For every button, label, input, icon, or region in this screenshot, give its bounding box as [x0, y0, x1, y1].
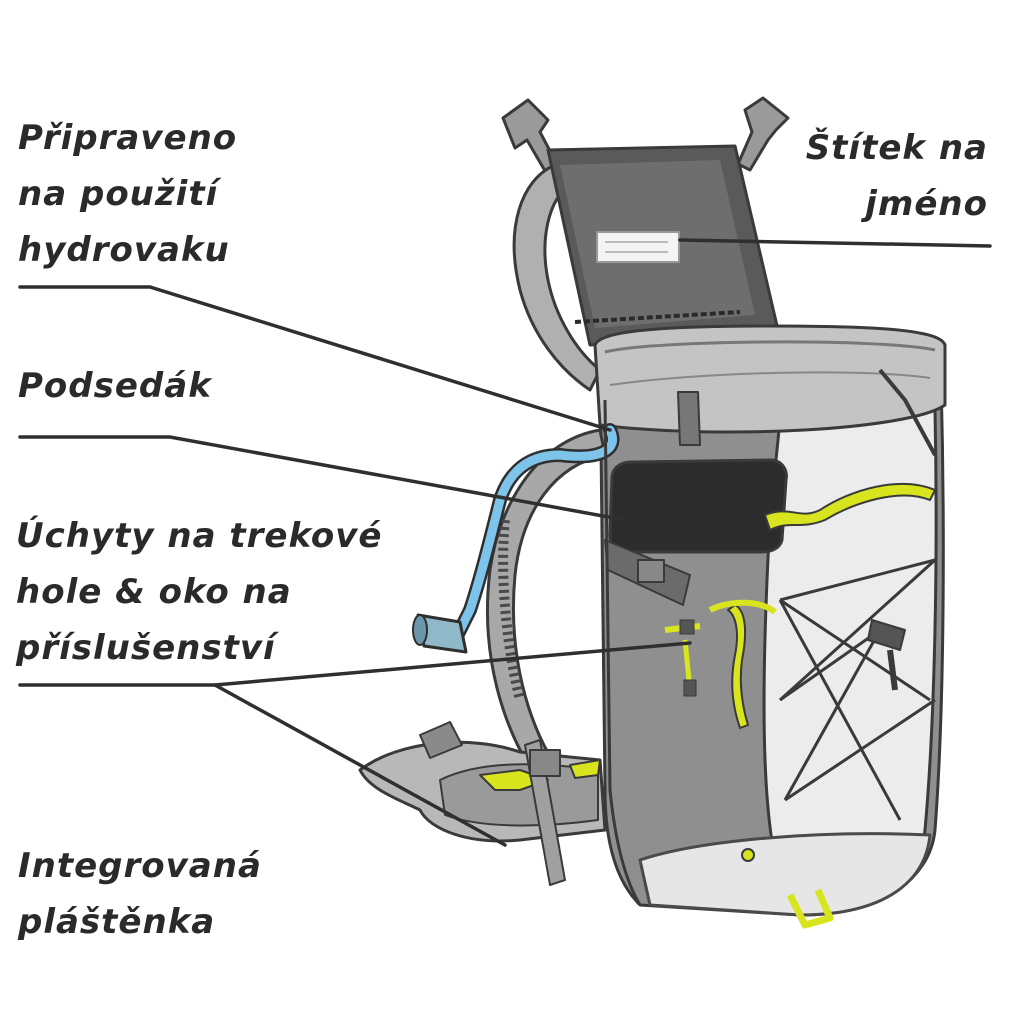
- callout-hydration-line-2: na použití: [18, 166, 237, 222]
- callout-pole-holders: Úchyty na trekové hole & oko na přísluše…: [16, 508, 382, 676]
- callout-hydration-line-3: hydrovaku: [18, 222, 237, 278]
- seat-pad: [610, 460, 786, 552]
- callout-name-tag-line-1: Štítek na: [806, 120, 988, 176]
- callout-rain-cover-line-1: Integrovaná: [18, 838, 262, 894]
- callout-pole-holders-line-3: příslušenství: [16, 620, 382, 676]
- callout-pole-holders-line-1: Úchyty na trekové: [16, 508, 382, 564]
- name-tag: [597, 232, 679, 262]
- callout-rain-cover: Integrovaná pláštěnka: [18, 838, 262, 950]
- top-buckle-right: [738, 98, 788, 170]
- callout-pole-holders-line-2: hole & oko na: [16, 564, 382, 620]
- callout-seat-pad-line-1: Podsedák: [18, 358, 212, 414]
- callout-name-tag: Štítek na jméno: [806, 120, 988, 232]
- callout-seat-pad: Podsedák: [18, 358, 212, 414]
- callout-hydration-line-1: Připraveno: [18, 110, 237, 166]
- callout-rain-cover-line-2: pláštěnka: [18, 894, 262, 950]
- callout-hydration: Připraveno na použití hydrovaku: [18, 110, 237, 278]
- callout-name-tag-line-2: jméno: [806, 176, 988, 232]
